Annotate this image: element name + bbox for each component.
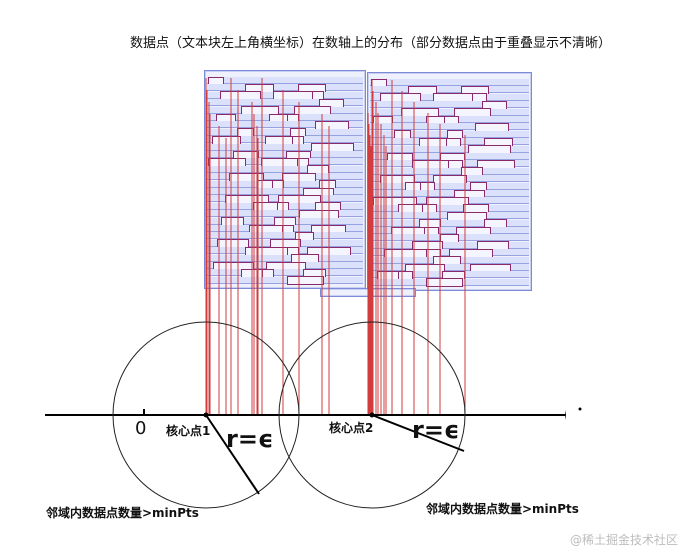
text-row-strip [370, 79, 529, 86]
text-row-strip [370, 86, 529, 94]
text-row-strip [207, 121, 363, 129]
text-row-strip [370, 123, 529, 131]
text-row-strip [370, 182, 529, 190]
text-row-strip [207, 188, 363, 195]
core-point-1-marker [203, 412, 209, 418]
left-neighborhood-caption: 邻域内数据点数量>minPts [46, 506, 199, 520]
text-block-box [287, 276, 324, 286]
text-row-strip [207, 84, 363, 92]
core-point-2-label: 核心点2 [329, 421, 374, 435]
text-row-strip [370, 108, 529, 116]
right-screenshot-panel [367, 72, 532, 291]
axis-arrow-dot [578, 407, 582, 411]
text-row-strip [207, 180, 363, 188]
text-row-strip [207, 254, 363, 262]
radius-line-1 [205, 414, 260, 495]
radius-label-2: r=ϵ [412, 416, 460, 444]
text-row-strip [207, 165, 363, 173]
text-row-strip [370, 264, 529, 271]
text-row-strip [370, 101, 529, 109]
projection-lines [205, 78, 466, 415]
text-row-strip [207, 276, 363, 284]
text-row-strip [207, 128, 363, 136]
axis-arrow-head [565, 410, 566, 420]
text-row-strip [207, 232, 363, 240]
text-row-strip [370, 145, 529, 153]
radius-line-2 [371, 414, 465, 452]
text-row-strip [207, 151, 363, 158]
zero-label: 0 [135, 418, 147, 439]
text-row-strip [370, 204, 529, 212]
text-row-strip [370, 190, 529, 197]
text-row-strip [207, 143, 363, 151]
text-block-box [426, 278, 463, 288]
core-point-1-label: 核心点1 [166, 424, 211, 438]
watermark: @稀土掘金技术社区 [569, 533, 678, 547]
radius-label-1: r=ϵ [226, 425, 274, 453]
text-row-strip [370, 227, 529, 234]
text-row-strip [207, 269, 363, 277]
diagram-title: 数据点（文本块左上角横坐标）在数轴上的分布（部分数据点由于重叠显示不清晰） [130, 36, 612, 51]
core-point-2-marker [369, 412, 375, 418]
text-row-strip [207, 210, 363, 218]
neighborhood-circle-2 [278, 321, 466, 509]
text-row-strip [207, 99, 363, 107]
text-row-strip [207, 106, 363, 114]
text-row-strip [370, 167, 529, 175]
text-row-strip [207, 77, 363, 84]
right-neighborhood-caption: 邻域内数据点数量>minPts [426, 502, 579, 516]
neighborhood-circle-1 [112, 321, 300, 509]
text-row-strip [370, 241, 529, 249]
text-row-strip [370, 219, 529, 227]
